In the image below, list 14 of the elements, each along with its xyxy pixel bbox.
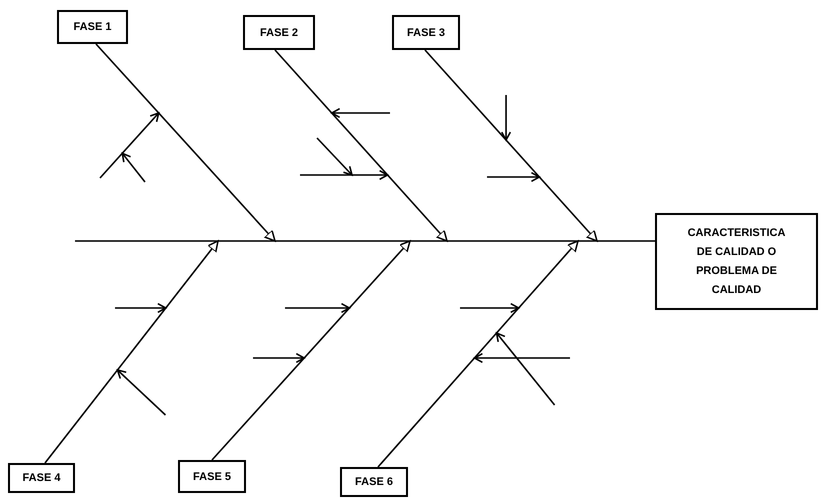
- cause-box: FASE 5: [178, 460, 246, 493]
- bone-arrow: [424, 49, 598, 242]
- bone-arrow: [211, 240, 411, 461]
- cause-box: FASE 4: [8, 463, 75, 493]
- effect-box: CARACTERISTICA DE CALIDAD O PROBLEMA DE CALIDAD: [655, 213, 818, 310]
- bone-arrow: [95, 43, 276, 242]
- cause-box: FASE 3: [392, 15, 460, 50]
- cause-box: FASE 2: [243, 15, 315, 50]
- bone-arrow: [274, 49, 448, 242]
- cause-box: FASE 6: [340, 467, 408, 497]
- spine-line: [75, 240, 655, 242]
- cause-box: FASE 1: [57, 10, 128, 44]
- bone-arrow: [377, 240, 579, 468]
- bone-arrow: [44, 240, 219, 464]
